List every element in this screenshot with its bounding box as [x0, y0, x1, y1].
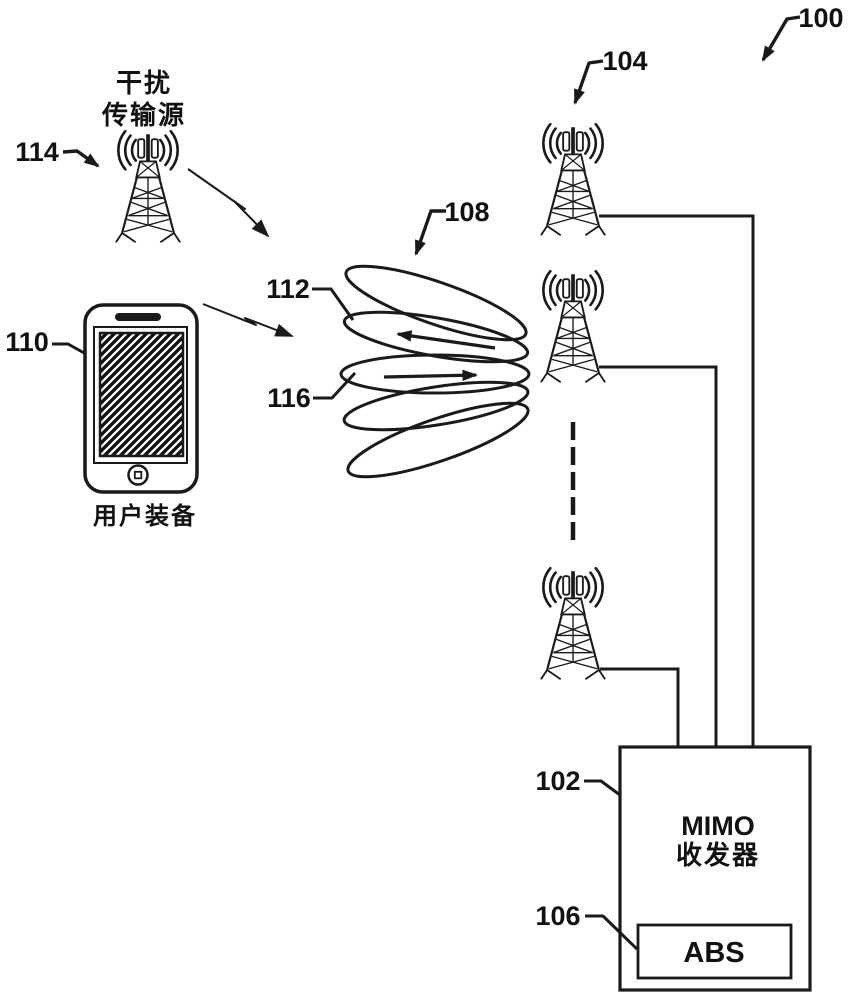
beam-arrow-left: [396, 330, 496, 350]
beam-ellipse-1: [344, 264, 528, 342]
feed-line-tower-3: [600, 667, 680, 747]
feed-line-tower-2: [599, 365, 718, 747]
tower-feed-lines: [599, 214, 755, 747]
ref-108-arrow: [414, 209, 446, 256]
ref-100-arrow: [761, 15, 801, 62]
base-station-tower-1: [539, 122, 607, 238]
beam-fan: [339, 264, 531, 479]
ref-label-114: 114: [15, 137, 59, 167]
mimo-label-line1: MIMO: [681, 811, 755, 841]
ref-label-108: 108: [444, 197, 489, 227]
ref-104-arrow: [573, 59, 604, 105]
feed-line-tower-1: [599, 214, 755, 747]
interference-source-label-line1: 干扰: [116, 68, 172, 98]
ref-label-106: 106: [535, 901, 580, 931]
beam-ellipse-5: [346, 401, 530, 479]
abs-box: [636, 923, 793, 980]
interference-source-label-line2: 传输源: [101, 100, 186, 130]
ref-label-116: 116: [267, 383, 311, 413]
phone-screen-hatched: [98, 331, 185, 458]
phone-speaker: [115, 313, 161, 321]
beam-ellipse-4: [342, 380, 530, 432]
beam-ellipse-3: [339, 353, 531, 395]
abs-label: ABS: [683, 937, 744, 969]
ref-116-leader: [313, 371, 357, 400]
ref-label-100: 100: [798, 3, 843, 33]
ref-label-112: 112: [266, 274, 310, 304]
ref-106-leader: [585, 914, 639, 951]
user-equipment-phone: [83, 303, 199, 494]
phone-home-button: [127, 464, 149, 486]
ref-label-102: 102: [535, 766, 580, 796]
ref-label-110: 110: [5, 327, 49, 357]
ref-label-104: 104: [602, 46, 647, 76]
phone-home-square: [133, 470, 143, 480]
ref-102-leader: [584, 779, 621, 797]
base-station-tower-3: [539, 566, 607, 682]
interference-signal-arrow: [187, 168, 270, 238]
ref-110-leader: [52, 342, 87, 356]
beam-arrow-right: [383, 369, 478, 381]
mimo-label-line2: 收发器: [676, 840, 760, 870]
ue-signal-arrow: [202, 303, 294, 337]
base-station-tower-2: [539, 269, 607, 385]
user-equipment-label: 用户装备: [93, 502, 197, 530]
ref-112-leader: [312, 287, 355, 321]
ref-114-arrow: [62, 149, 100, 168]
interference-tower-icon: [114, 129, 182, 245]
